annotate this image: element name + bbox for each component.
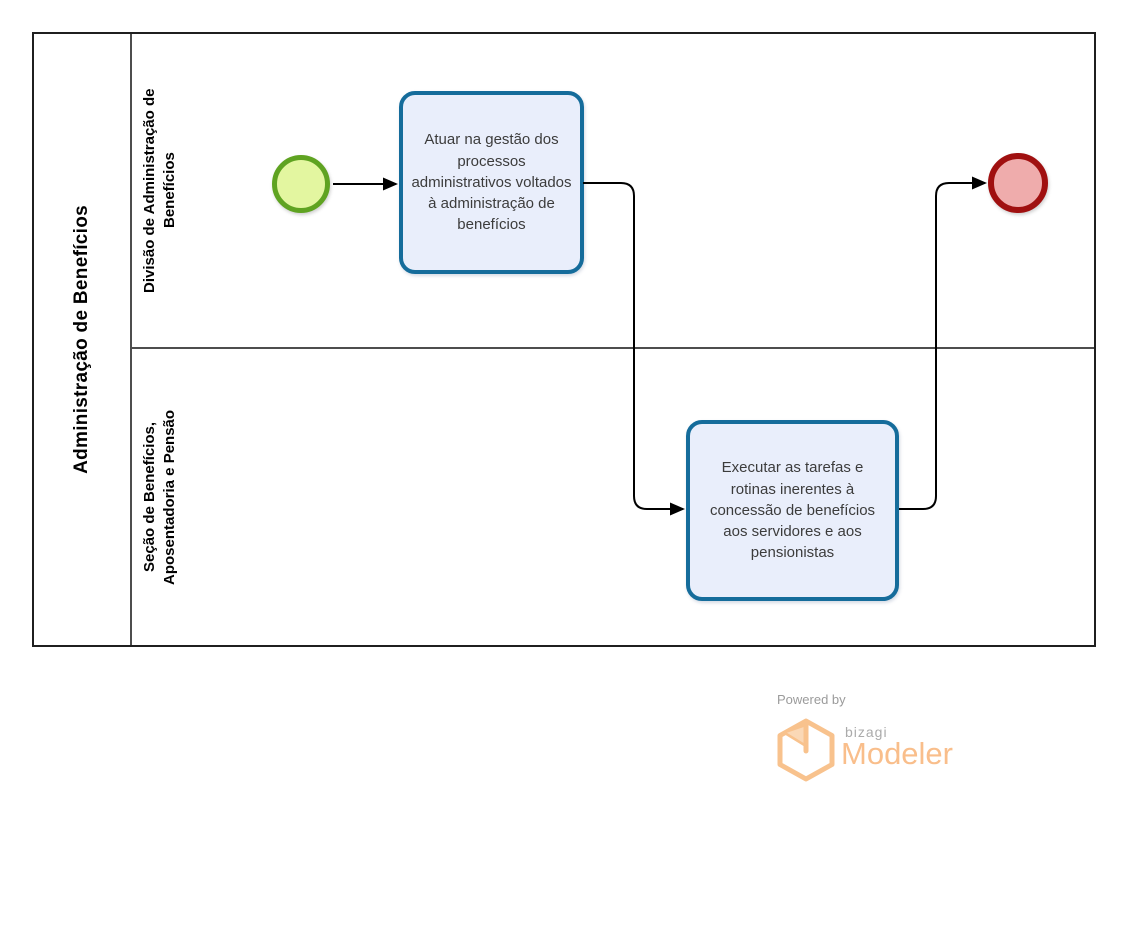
bizagi-brand-label: bizagi [845,724,888,740]
pool-header[interactable]: Administração de Benefícios [34,34,132,645]
pool-title: Administração de Benefícios [71,205,92,474]
task-label: Atuar na gestão dos processos administra… [411,131,572,234]
lane-label: Divisão de Administração de Benefícios [140,88,178,293]
bizagi-branding: Powered by bizagi Modeler [775,690,1025,800]
task-atuar-na-gestao[interactable]: Atuar na gestão dos processos administra… [399,91,584,274]
modeler-label: Modeler [841,736,953,771]
end-event[interactable] [988,153,1048,213]
pool-lanes: Divisão de Administração de Benefícios S… [132,34,1094,645]
powered-by-label: Powered by [777,692,846,707]
task-executar-tarefas[interactable]: Executar as tarefas e rotinas inerentes … [686,420,899,601]
bizagi-box-icon [777,718,835,782]
start-event[interactable] [272,155,330,213]
task-label: Executar as tarefas e rotinas inerentes … [709,459,876,562]
lane-secao-de-beneficios[interactable]: Seção de Benefícios, Aposentadoria e Pen… [132,349,1094,645]
lane-label: Seção de Benefícios, Aposentadoria e Pen… [140,409,178,585]
